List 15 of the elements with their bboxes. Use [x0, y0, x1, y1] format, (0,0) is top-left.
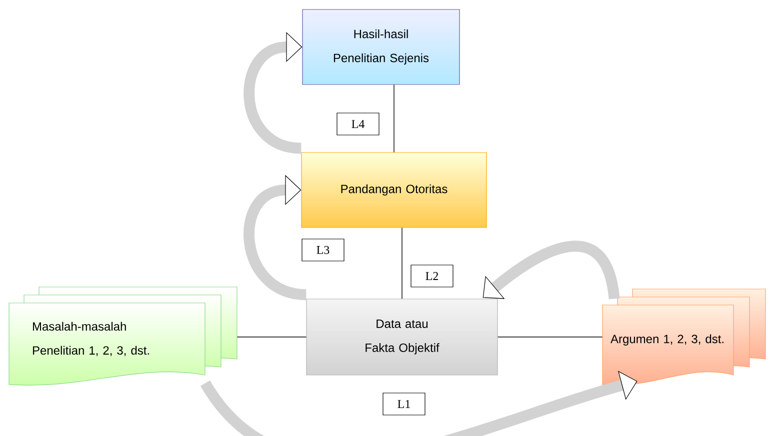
document-stack: Argumen 1, 2, 3, dst. [602, 288, 766, 386]
process-box: Hasil-hasil Penelitian Sejenis [302, 9, 460, 85]
edge-label: L1 [382, 392, 426, 416]
connector-line [497, 336, 603, 338]
edge-label: L3 [302, 238, 344, 262]
edge-label: L4 [336, 112, 380, 136]
connector-line [236, 336, 307, 338]
document-stack: Masalah-masalah Penelitian 1, 2, 3, dst. [8, 286, 238, 386]
block-arrow [200, 370, 638, 436]
block-arrow [244, 174, 307, 300]
edge-label: L2 [410, 264, 454, 288]
process-box: Pandangan Otoritas [301, 152, 487, 228]
block-arrow [482, 240, 620, 300]
block-arrow [244, 32, 302, 154]
process-box: Data atau Fakta Objektif [306, 298, 498, 376]
